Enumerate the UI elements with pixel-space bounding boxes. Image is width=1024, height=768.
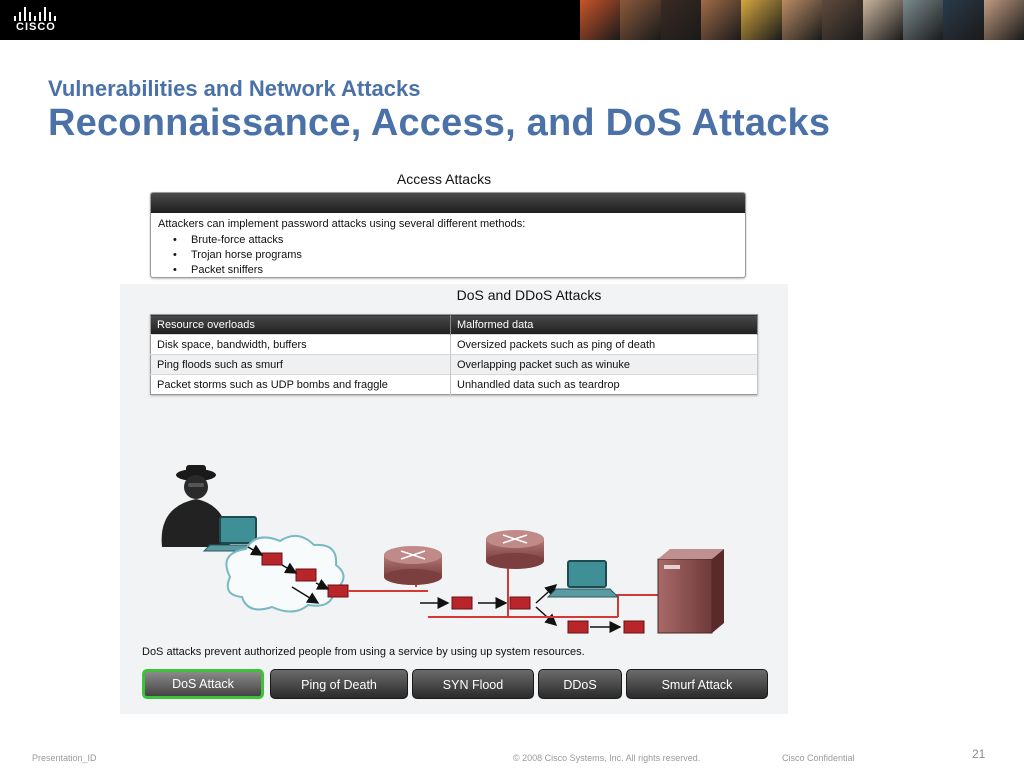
table-row: Disk space, bandwidth, buffers Oversized… — [150, 334, 758, 355]
table-row: Ping floods such as smurf Overlapping pa… — [150, 354, 758, 375]
page-number: 21 — [972, 747, 986, 761]
access-attacks-panel: Attackers can implement password attacks… — [150, 192, 746, 278]
header-photo — [902, 0, 944, 40]
attacker-icon — [161, 465, 230, 547]
header-photo — [660, 0, 702, 40]
target-laptop-icon — [546, 560, 620, 598]
header-photo — [862, 0, 903, 40]
dos-table: Resource overloads Malformed data Disk s… — [150, 314, 758, 395]
dos-ddos-heading: DoS and DDoS Attacks — [456, 287, 602, 303]
list-item: Trojan horse programs — [171, 248, 302, 263]
header-photo — [943, 0, 984, 40]
copyright-notice: © 2008 Cisco Systems, Inc. All rights re… — [513, 753, 701, 763]
list-item: Brute-force attacks — [171, 233, 302, 248]
table-cell: Overlapping packet such as winuke — [450, 354, 758, 375]
table-cell: Unhandled data such as teardrop — [450, 374, 758, 395]
header-photo — [983, 0, 1024, 40]
router-icon — [486, 530, 544, 569]
content-figure: Access Attacks Attackers can implement p… — [118, 162, 788, 714]
header-photo-strip — [580, 0, 1024, 40]
confidential-label: Cisco Confidential — [782, 753, 855, 763]
table-cell: Ping floods such as smurf — [150, 354, 451, 375]
cisco-bridge-icon — [14, 7, 60, 21]
router-icon — [384, 546, 442, 585]
table-cell: Packet storms such as UDP bombs and frag… — [150, 374, 451, 395]
access-intro: Attackers can implement password attacks… — [158, 218, 526, 230]
header-banner: CISCO — [0, 0, 1024, 40]
brand-wordmark: CISCO — [16, 21, 56, 33]
presentation-id: Presentation_ID — [32, 753, 97, 763]
column-header: Resource overloads — [150, 314, 451, 335]
list-item: Packet sniffers — [171, 263, 302, 278]
header-photo — [620, 0, 661, 40]
tab-dos-attack[interactable]: DoS Attack — [142, 669, 264, 699]
tab-ping-of-death[interactable]: Ping of Death — [270, 669, 408, 699]
tab-syn-flood[interactable]: SYN Flood — [412, 669, 534, 699]
table-header: Resource overloads Malformed data — [150, 314, 758, 335]
slide-title: Reconnaissance, Access, and DoS Attacks — [48, 102, 831, 144]
header-photo — [701, 0, 742, 40]
header-photo — [822, 0, 863, 40]
dos-attack-diagram — [161, 465, 724, 634]
tab-ddos[interactable]: DDoS — [538, 669, 622, 699]
dos-caption: DoS attacks prevent authorized people fr… — [142, 646, 585, 658]
arrow-icons — [247, 544, 622, 633]
header-photo — [781, 0, 823, 40]
panel-header-bar — [151, 193, 745, 213]
server-icon — [657, 549, 724, 634]
access-attacks-heading: Access Attacks — [396, 171, 492, 187]
tab-smurf-attack[interactable]: Smurf Attack — [626, 669, 768, 699]
packet-icons — [261, 552, 645, 634]
cisco-logo: CISCO — [8, 4, 68, 36]
table-cell: Oversized packets such as ping of death — [450, 334, 758, 355]
access-methods-list: Brute-force attacks Trojan horse program… — [171, 233, 302, 278]
table-cell: Disk space, bandwidth, buffers — [150, 334, 451, 355]
slide-subtitle: Vulnerabilities and Network Attacks — [48, 76, 421, 101]
column-header: Malformed data — [450, 314, 758, 335]
header-photo — [580, 0, 621, 40]
table-row: Packet storms such as UDP bombs and frag… — [150, 374, 758, 395]
header-photo — [741, 0, 782, 40]
